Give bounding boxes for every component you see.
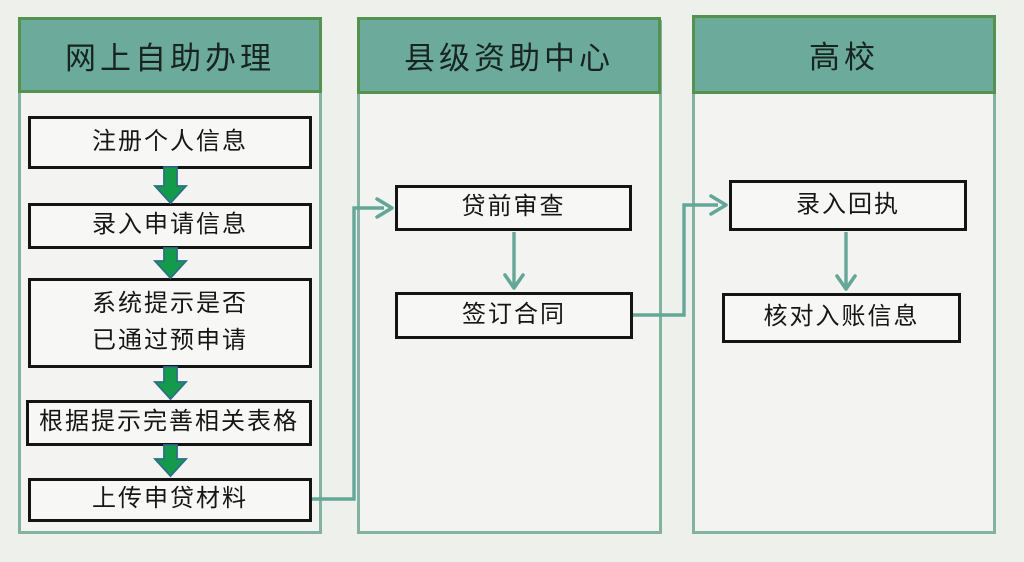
step-system-prompt-preapplication: 系统提示是否 已通过预申请 [28, 278, 312, 368]
header-label: 网上自助办理 [65, 40, 275, 76]
panel-online-self-service [18, 20, 322, 534]
header-label: 高校 [809, 40, 879, 75]
step-verify-account-info: 核对入账信息 [722, 293, 961, 343]
step-preloan-review: 贷前审查 [395, 185, 632, 231]
header-label: 县级资助中心 [404, 41, 614, 76]
step-register-personal-info: 注册个人信息 [28, 116, 312, 169]
header-county-funding-center: 县级资助中心 [357, 17, 661, 94]
step-sign-contract: 签订合同 [395, 292, 633, 339]
panel-university [692, 20, 996, 534]
panel-county-funding-center [357, 20, 662, 534]
step-upload-loan-materials: 上传申贷材料 [28, 478, 312, 522]
step-enter-receipt: 录入回执 [729, 180, 967, 231]
header-online-self-service: 网上自助办理 [18, 17, 322, 93]
step-complete-forms-per-prompt: 根据提示完善相关表格 [26, 400, 312, 446]
step-enter-application-info: 录入申请信息 [28, 203, 312, 249]
header-university: 高校 [692, 15, 996, 94]
